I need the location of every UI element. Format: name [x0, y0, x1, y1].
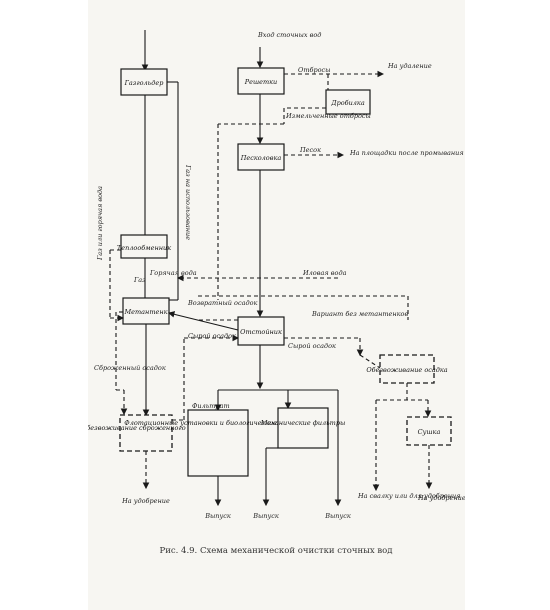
book-page: Газгольдер Теплообменник Метантенк Газ н…: [88, 0, 465, 610]
outlet3-label: Выпуск: [324, 512, 351, 520]
to-removal-label: На удаление: [387, 62, 432, 70]
outlet2-label: Выпуск: [252, 512, 279, 520]
supernatant-label: Иловая вода: [302, 269, 347, 277]
gas-use-label: Газ на использование: [184, 164, 192, 240]
hot-water-label: Горячая вода: [149, 269, 197, 277]
return-sludge-label: Возвратный осадок: [187, 299, 258, 307]
filtrate-label: Фильтрат: [192, 402, 230, 410]
sand-label: Песок: [299, 146, 321, 154]
sludge-dewatering-label: Обезвоживание сброженного осадка: [88, 424, 211, 432]
to-sand-pads-label: На площадки после промывания: [349, 149, 464, 157]
digester-box: [122, 297, 170, 325]
figure-caption: Рис. 4.9. Схема механической очистки сто…: [159, 546, 392, 556]
variant-label: Вариант без метантенков: [311, 310, 408, 318]
outlet1-label: Выпуск: [204, 512, 231, 520]
digested-sludge-label: Сброженный осадок: [94, 364, 166, 372]
settler-box: [237, 316, 285, 346]
grit-chamber-box: [237, 143, 285, 171]
screenings-label: Отбросы: [298, 66, 330, 74]
crusher-label: Дробилка: [330, 99, 365, 107]
grit-chamber-label: Песколовка: [240, 154, 282, 162]
flotation-box: [187, 409, 249, 477]
gasholder-box: [120, 68, 168, 96]
gas-label: Газ: [133, 276, 146, 284]
raw-sludge-dewatering-label: Обезвоживание осадка: [366, 366, 447, 374]
drying-box: [406, 416, 452, 446]
settler-label: Отстойник: [240, 328, 282, 336]
to-fertilizer-1-label: На удобрение: [121, 497, 170, 505]
crusher-box: [325, 89, 371, 115]
gasholder-label: Газгольдер: [124, 79, 165, 87]
flotation-label: Флотационные установки и биологические ф…: [124, 419, 311, 427]
raw-sludge-line: [167, 311, 239, 331]
drying-label: Сушка: [418, 428, 441, 436]
heat-exchanger-box: [120, 234, 168, 259]
raw-sludge-label: Сырой осадок: [188, 332, 236, 340]
raw-sludge2-label: Сырой осадок: [288, 342, 336, 350]
digester-label: Метантенк: [124, 308, 168, 316]
flow-diagram: Газгольдер Теплообменник Метантенк Газ н…: [88, 30, 465, 556]
mech-filters-label: Механические фильтры: [260, 419, 346, 427]
inlet-label: Вход сточных вод: [257, 31, 321, 39]
to-landfill-label: На свалку или для удобрения: [357, 492, 461, 500]
to-fertilizer-2-label: На удобрение: [417, 494, 465, 502]
gas-water-label: Газ или горячая вода: [96, 186, 104, 261]
screens-label: Решетки: [244, 78, 277, 86]
raw-to-dewater: [359, 354, 381, 369]
heat-exchanger-label: Теплообменник: [117, 244, 171, 252]
crushed-label: Измельченные отбросы: [285, 112, 371, 120]
mech-filters-box: [277, 407, 329, 449]
screens-box: [237, 67, 285, 95]
